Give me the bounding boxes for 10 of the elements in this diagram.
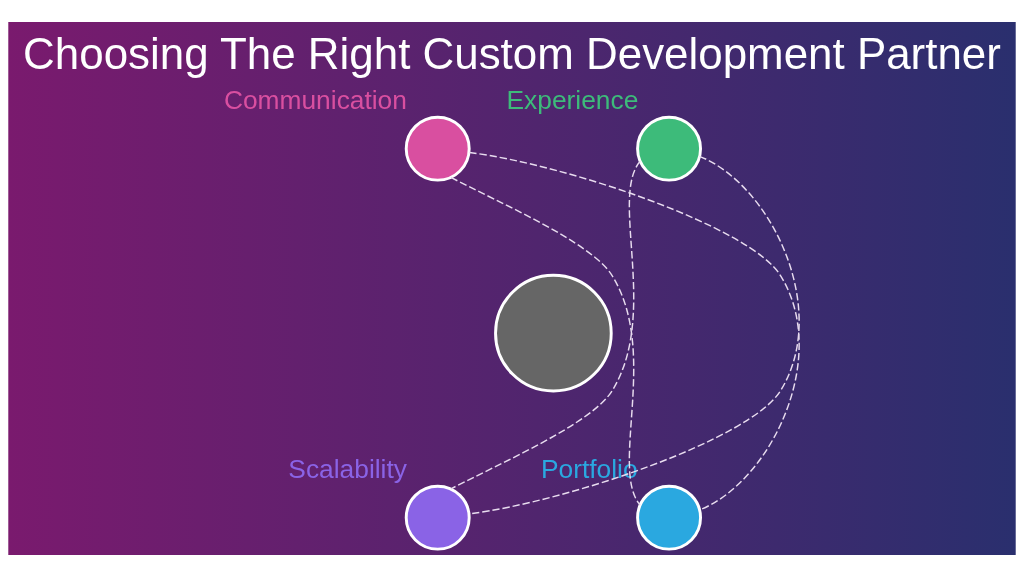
node-label: Experience (506, 84, 639, 115)
diagram-title: Choosing The Right Custom Development Partner (23, 28, 1001, 78)
node-circle (636, 484, 702, 551)
node-label: Communication (223, 84, 407, 115)
node-circle (404, 484, 471, 551)
node-label: Scalability (288, 453, 407, 484)
node-circle (636, 115, 702, 182)
node-label: Portfolio (540, 453, 638, 484)
node-circle (494, 273, 613, 392)
node-circle (404, 115, 471, 182)
